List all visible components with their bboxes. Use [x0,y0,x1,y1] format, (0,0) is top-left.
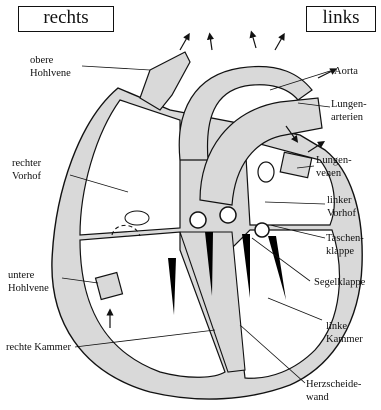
coronary-sinus-opening [125,211,149,225]
label-segelklappe: Segelklappe [314,276,365,289]
pulmonary-vein-opening [258,162,274,182]
label-lungenvenen: Lungen- venen [316,154,352,180]
header-left-side: links [306,6,376,32]
label-rechte-kammer: rechte Kammer [6,341,71,354]
pocket-valve-2 [220,207,236,223]
label-obere-hohlvene: obere Hohlvene [30,54,71,80]
header-right-side: rechts [18,6,114,32]
inferior-vena-cava [96,273,123,300]
label-aorta: Aorta [334,65,358,78]
label-taschenklappe: Taschen- klappe [326,232,364,258]
label-untere-hohlvene: untere Hohlvene [8,269,49,295]
superior-vena-cava [140,52,190,110]
label-linke-kammer: linke Kammer [326,320,363,346]
pocket-valve-3 [255,223,269,237]
pocket-valve-1 [190,212,206,228]
label-linker-vorhof: linker Vorhof [327,194,356,220]
label-herzscheidewand: Herzscheide- wand [306,378,361,404]
label-lungenarterien: Lungen- arterien [331,98,367,124]
label-rechter-vorhof: rechter Vorhof [12,157,41,183]
